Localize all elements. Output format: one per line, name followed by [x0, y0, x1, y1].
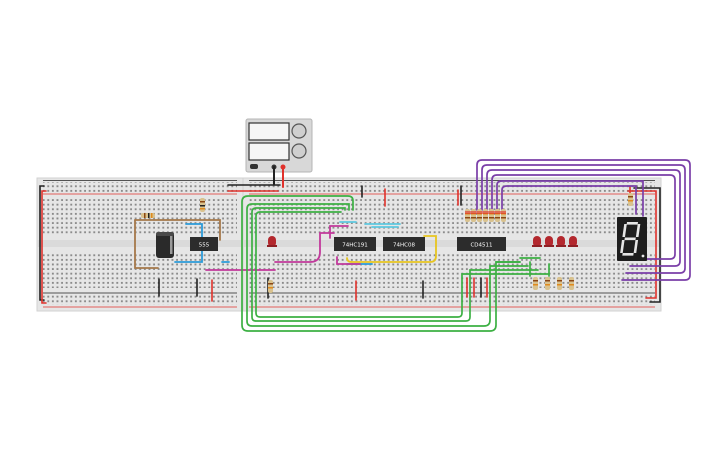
resistor-timer[interactable] [141, 213, 155, 218]
capacitor[interactable] [156, 232, 174, 258]
led-bank-resistors[interactable] [533, 277, 574, 290]
current-readout [248, 142, 290, 161]
purple-wires[interactable] [476, 159, 691, 281]
power-supply[interactable] [245, 118, 313, 173]
chip-74hc191-label: 74HC191 [342, 243, 367, 249]
voltage-readout [248, 122, 290, 141]
voltage-knob [291, 123, 307, 139]
power-wires[interactable] [39, 166, 661, 304]
chip-cd4511-label: CD4511 [470, 243, 492, 249]
led-bank[interactable] [532, 236, 578, 247]
signal-wires[interactable] [134, 219, 437, 271]
current-knob [291, 143, 307, 159]
seven-segment-digit [620, 222, 641, 256]
breadboard-right [242, 177, 662, 312]
led-4 [568, 236, 578, 247]
led-2 [544, 236, 554, 247]
resistor-timer-2[interactable] [200, 198, 205, 212]
segment-resistors[interactable] [465, 209, 506, 222]
chip-74hc08-label: 74HC08 [393, 243, 415, 249]
display-resistor[interactable] [628, 193, 633, 206]
chip-74hc08[interactable]: 74HC08 [383, 237, 425, 251]
led-3 [556, 236, 566, 247]
resistor-led-clock[interactable] [268, 280, 273, 293]
green-wires[interactable] [241, 195, 550, 332]
seven-segment-display[interactable] [617, 217, 647, 261]
chip-cd4511[interactable]: CD4511 [457, 237, 506, 251]
led-clock[interactable] [267, 236, 277, 247]
power-switch [250, 164, 258, 169]
chip-555[interactable]: 555 [190, 237, 218, 251]
led-1 [532, 236, 542, 247]
chip-555-label: 555 [199, 243, 210, 249]
chip-74hc191[interactable]: 74HC191 [334, 237, 376, 251]
